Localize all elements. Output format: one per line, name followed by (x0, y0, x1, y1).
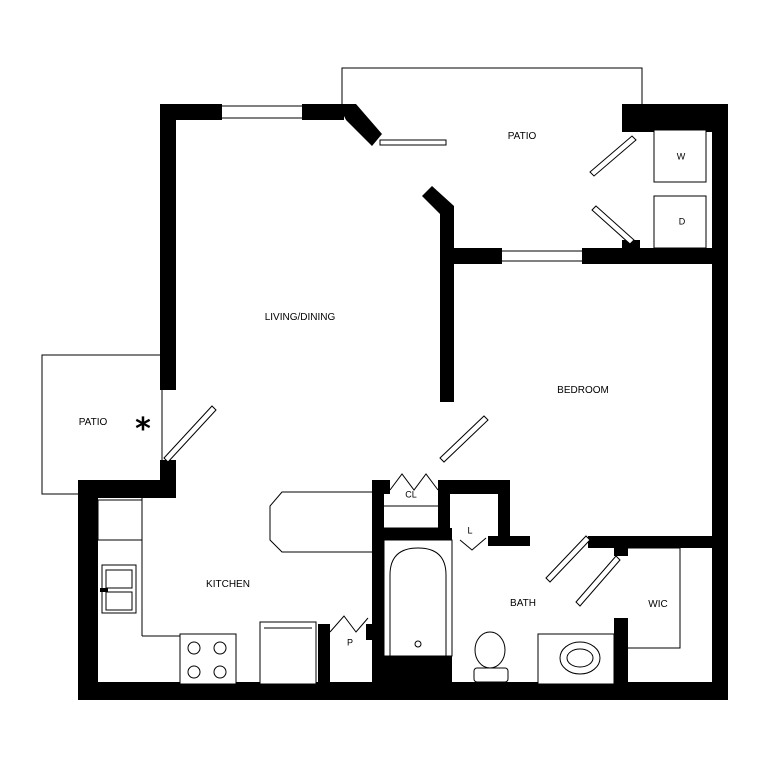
dishwasher (259, 621, 317, 685)
stove (179, 633, 237, 685)
sink-basin-bottom (105, 591, 133, 611)
wall-kitchen-top (78, 480, 176, 498)
refrigerator (97, 499, 143, 541)
wic-door (575, 555, 621, 607)
burner (187, 665, 201, 679)
burner (213, 641, 227, 655)
wall-top-right (622, 104, 728, 132)
wall-left-lower (78, 480, 98, 700)
left-patio-outline (41, 354, 160, 495)
vanity-sink-inner (566, 648, 594, 668)
wall-laundry-post (622, 240, 640, 254)
wall-angled-top (338, 104, 382, 146)
dryer (653, 195, 707, 249)
pantry-bifold (329, 615, 369, 633)
wall-closet-right (438, 480, 450, 536)
label-patio-top: PATIO (507, 131, 537, 142)
asterisk-marker: * (135, 412, 151, 447)
top-patio-outline (341, 67, 643, 104)
laundry-door-top (589, 135, 637, 177)
label-bath: BATH (510, 598, 536, 609)
sink-basin-top (105, 569, 133, 589)
label-living-dining: LIVING/DINING (264, 312, 336, 323)
bedroom-door (439, 415, 489, 463)
wall-closet-top-right (438, 480, 510, 494)
wall-pantry-left (318, 624, 330, 688)
patio-door-left (163, 405, 217, 463)
sink-faucet (100, 588, 108, 592)
laundry-door-bottom (591, 205, 635, 245)
label-bedroom: BEDROOM (557, 385, 609, 396)
washer (653, 129, 707, 183)
toilet-tank (473, 667, 509, 683)
linen-bifold (459, 537, 487, 551)
wall-top-left (160, 104, 222, 120)
wall-wic-left-bottom (614, 618, 628, 700)
wall-wic-left-top (614, 536, 628, 556)
label-patio-left: PATIO (78, 417, 108, 428)
label-kitchen: KITCHEN (206, 579, 250, 590)
wall-closet-top-left (372, 480, 390, 494)
wall-closet-bottom (372, 656, 452, 700)
wall-left-upper (160, 104, 176, 390)
burner (213, 665, 227, 679)
bath-door-1 (545, 535, 591, 583)
closet-bifold (389, 473, 439, 491)
label-wic: WIC (648, 599, 668, 610)
wall-right (712, 104, 728, 700)
tub-basin (389, 547, 447, 657)
toilet-bowl (474, 631, 506, 669)
wall-bedroom-bottom (588, 536, 728, 548)
wall-linen-ledge (488, 536, 530, 546)
wall-pantry-right-stub (366, 624, 374, 640)
wall-bedroom-top-left (440, 248, 502, 264)
patio-slider-top (379, 139, 447, 146)
tub-drain (414, 640, 422, 648)
wall-linen-right (498, 480, 510, 546)
wall-top-mid (302, 104, 344, 120)
label-dryer: D (678, 216, 686, 227)
label-washer: W (676, 151, 686, 162)
wall-living-bedroom (440, 206, 454, 402)
wall-laundry-bottom (620, 248, 728, 264)
label-closet: CL (405, 489, 417, 500)
label-pantry: P (346, 637, 354, 648)
wall-bath-top (372, 528, 452, 540)
kitchen-bar-counter (269, 491, 372, 553)
label-linen: L (467, 525, 473, 536)
wic-outline (628, 547, 681, 649)
burner (187, 641, 201, 655)
